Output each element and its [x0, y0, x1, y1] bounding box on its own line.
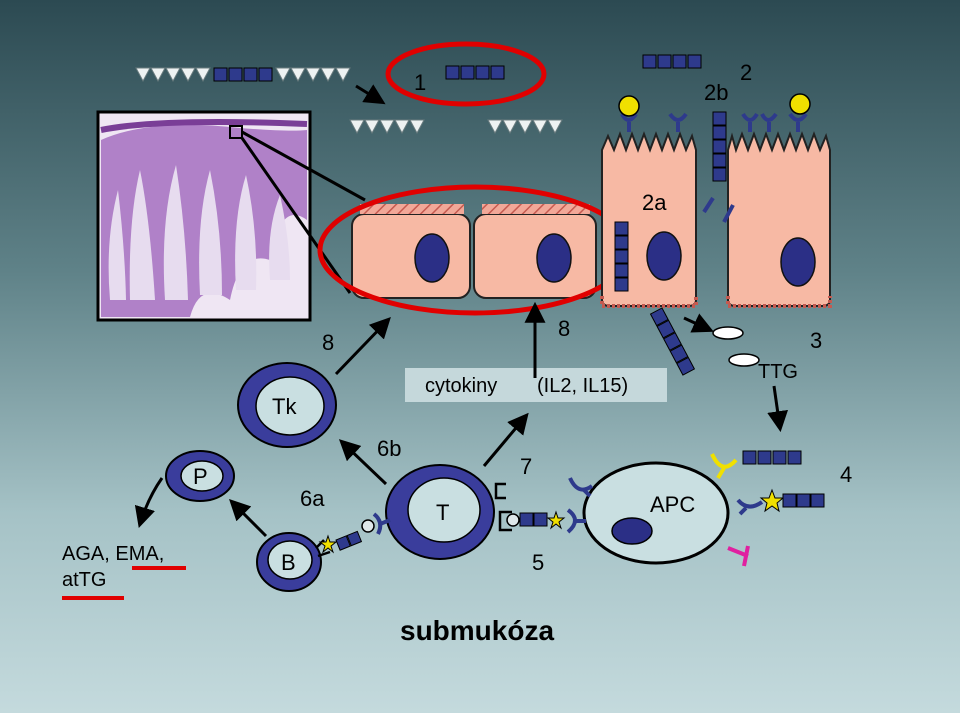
- label-6b: 6b: [377, 436, 401, 461]
- label-cytokines: cytokiny: [425, 375, 497, 397]
- arrow-to-ttg: [683, 313, 714, 333]
- arrow-p-to-antibodies: [134, 477, 164, 529]
- t-cell-receptor-bottom: [498, 510, 512, 532]
- apc-receptor-right: [736, 498, 764, 516]
- bridge-peptide: [335, 530, 363, 551]
- arrow-tk-to-epithelium: [334, 316, 391, 376]
- label-7: 7: [520, 454, 532, 479]
- label-2: 2: [740, 60, 752, 85]
- label-b: B: [281, 550, 296, 575]
- arrow-ttg-down: [767, 385, 789, 433]
- digestion-arrow: [355, 84, 386, 105]
- yellow-ball-right: [789, 93, 811, 115]
- gliadin-peptide-step-1: [445, 65, 505, 80]
- presented-peptide: [519, 512, 548, 527]
- label-6a: 6a: [300, 486, 325, 511]
- label-2b: 2b: [704, 80, 728, 105]
- label-submucosa: submukóza: [400, 615, 554, 646]
- label-t: T: [436, 500, 449, 525]
- highlight-ellipse-step-1: [385, 41, 547, 107]
- label-8-left: 8: [322, 330, 334, 355]
- ttg-gluten-complex-bound: [782, 493, 825, 508]
- label-4: 4: [840, 462, 852, 487]
- arrow-t-to-cytokines: [482, 412, 529, 467]
- apc-nucleus: [611, 517, 653, 545]
- bridge-star: [318, 534, 338, 554]
- histology-micrograph: [96, 110, 312, 322]
- cytotoxic-t-cell: [237, 362, 337, 448]
- surface-receptors: [620, 112, 808, 132]
- gluten-peptide-chain: [135, 67, 351, 82]
- peptide-top-right: [642, 54, 702, 69]
- label-ttg: TTG: [758, 361, 798, 383]
- apc-receptor-top: [568, 477, 594, 498]
- label-antibodies-line1: AGA, EMA,: [62, 543, 164, 565]
- paracellular-peptide: [712, 111, 727, 182]
- cleaved-fragments: [349, 119, 563, 134]
- label-interleukins: (IL2, IL15): [537, 375, 628, 397]
- label-apc: APC: [650, 492, 695, 517]
- transcellular-peptide: [614, 221, 629, 292]
- label-1: 1: [414, 70, 426, 95]
- presented-peptide-star: [546, 510, 566, 530]
- apc-receptor-yellow: [710, 453, 738, 480]
- enterocyte-middle: [473, 204, 597, 299]
- bridge-receptor: [372, 512, 391, 535]
- bridge-ball: [361, 519, 375, 533]
- plasma-cell: [165, 450, 235, 502]
- b-cell: [256, 532, 322, 592]
- enterocyte-left: [351, 204, 471, 299]
- presented-peptide-ball: [506, 513, 520, 527]
- arrow-t-to-tk: [338, 439, 388, 486]
- label-tk: Tk: [272, 394, 297, 419]
- ttg-gluten-star: [759, 488, 785, 513]
- label-8-right: 8: [558, 316, 570, 341]
- t-cell-receptor-top: [494, 482, 506, 500]
- ttg-molecule-2: [728, 353, 760, 367]
- arrow-b-to-p: [229, 499, 268, 538]
- ttg-molecule-1: [712, 326, 744, 340]
- enterocyte-villus-2: [726, 131, 832, 308]
- junction-mark-1: [702, 196, 715, 214]
- label-3: 3: [810, 328, 822, 353]
- zoom-line-upper: [241, 130, 366, 202]
- label-2a: 2a: [642, 190, 667, 215]
- label-5: 5: [532, 550, 544, 575]
- label-p: P: [193, 464, 208, 489]
- junction-mark-2: [722, 204, 735, 223]
- label-antibodies-line2: atTG: [62, 569, 106, 591]
- apc-mhc-receptor: [566, 508, 586, 534]
- t-helper-cell: [385, 464, 495, 560]
- peptide-exiting-lamina: [649, 307, 696, 376]
- yellow-ball-left: [618, 95, 640, 117]
- b-cell-receptor: [315, 539, 331, 558]
- ttg-gluten-complex-free: [742, 450, 802, 465]
- apc-receptor-magenta: [727, 545, 750, 567]
- zoom-line-lower: [240, 137, 352, 294]
